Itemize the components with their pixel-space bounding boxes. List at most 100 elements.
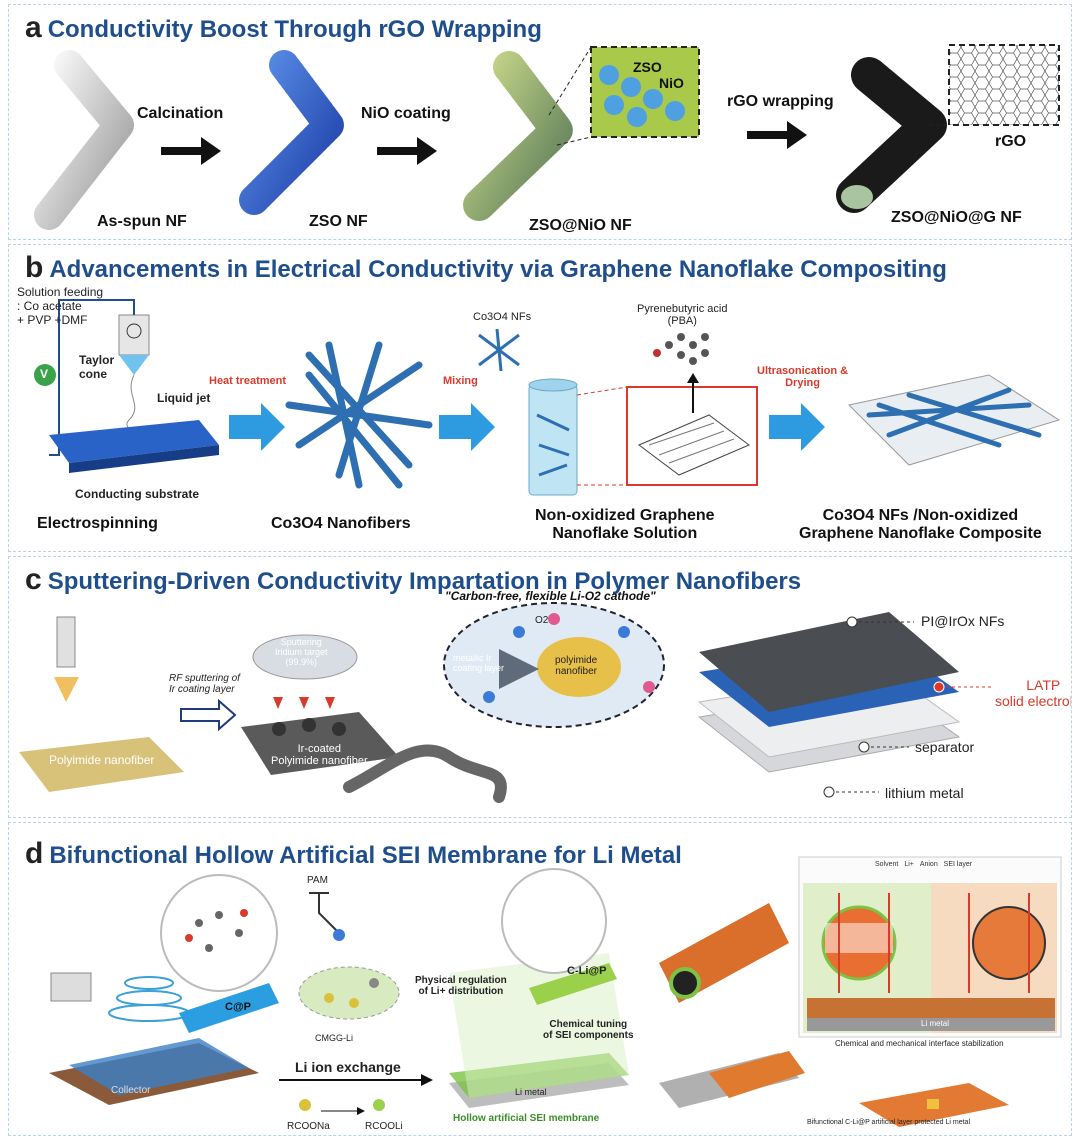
label-nio: NiO <box>659 75 684 91</box>
syringe <box>118 314 150 356</box>
label-mixing: Mixing <box>443 375 478 387</box>
syringe <box>56 616 76 668</box>
cmgg-li-highlight <box>298 966 400 1020</box>
panel-letter: d <box>25 837 44 870</box>
label-li-metal-2: Li metal <box>921 1019 950 1028</box>
arrow-right-icon <box>747 121 807 149</box>
label-conducting-substrate: Conducting substrate <box>75 487 200 501</box>
label-collector: Collector <box>111 1085 151 1096</box>
step-rgo-wrapping: rGO wrapping <box>727 93 834 110</box>
co3o4-small-fibers <box>478 328 520 372</box>
co3o4-fibers <box>285 341 433 489</box>
label-sputtering-target: Sputtering Iridium target (99.9%) <box>275 637 328 667</box>
arrow-right-icon <box>439 403 495 451</box>
panel-a-illustration <box>34 44 1060 230</box>
label-metallic-ir: metallic Ir coating layer <box>453 653 505 673</box>
label-co3o4-nfs-small: Co3O4 NFs <box>473 311 532 323</box>
label-interface-stabilization: Chemical and mechanical interface stabil… <box>835 1039 1004 1048</box>
label-pvp-dmf: + PVP +DMF <box>17 313 88 327</box>
label-cmgg-li: CMGG-Li <box>315 1033 353 1043</box>
label-hollow-membrane: Hollow artificial SEI membrane <box>453 1113 600 1124</box>
pba-molecule <box>653 333 709 365</box>
label-electrospinning: Electrospinning <box>37 515 158 532</box>
label-latp: LATP solid electrolyte <box>995 677 1072 709</box>
label-liquid-jet: Liquid jet <box>157 391 211 405</box>
label-chemical-tuning: Chemical tuning of SEI components <box>543 1019 634 1041</box>
cli-molecule-zoom <box>501 868 607 974</box>
legend: Solvent Li+ Anion SEI layer <box>875 861 972 868</box>
iridium-target <box>252 634 358 680</box>
label-physical-regulation: Physical regulation of Li+ distribution <box>415 975 507 997</box>
legend-sei-layer: SEI layer <box>943 861 973 868</box>
label-cli-p: C-Li@P <box>567 965 607 977</box>
voltage-icon <box>34 364 56 386</box>
composite-sheet <box>847 374 1061 466</box>
rgo-zoom-box <box>948 44 1060 126</box>
molecule-zoom <box>160 874 278 992</box>
legend-li-plus: Li+ <box>904 861 914 868</box>
arrow-right-icon <box>180 698 237 732</box>
arrow-right-icon <box>161 137 221 165</box>
label-as-spun: As-spun NF <box>97 213 187 230</box>
panel-title-text: Sputtering-Driven Conductivity Impartati… <box>47 568 802 595</box>
pam-chain <box>309 892 340 934</box>
label-taylor-cone: Taylor cone <box>79 353 115 381</box>
label-bifunctional: Bifunctional C-Li@P artificial layer pro… <box>807 1119 970 1126</box>
label-lithium-metal: lithium metal <box>885 785 964 801</box>
graphene-sheet <box>638 414 750 476</box>
label-zso-nio-g-nf: ZSO@NiO@G NF <box>891 209 1022 226</box>
as-spun-fiber <box>34 50 134 230</box>
panel-title-text: Conductivity Boost Through rGO Wrapping <box>47 16 542 43</box>
label-cp: C@P <box>225 1001 252 1013</box>
conducting-substrate <box>49 420 219 463</box>
label-li-ion-exchange: Li ion exchange <box>295 1059 401 1075</box>
zso-nio-g-fiber <box>836 57 947 213</box>
step-nio-coating: NiO coating <box>361 105 451 122</box>
label-rcoona: RCOONa <box>287 1121 330 1132</box>
label-rcooli: RCOOLi <box>365 1121 403 1132</box>
pi-irox-layer <box>699 612 959 712</box>
beaker <box>528 384 578 496</box>
label-pba: Pyrenebutyric acid (PBA) <box>637 303 728 327</box>
label-voltage: V <box>40 367 49 381</box>
panel-letter: c <box>25 563 42 596</box>
label-co3o4-nanofibers: Co3O4 Nanofibers <box>271 515 411 532</box>
step-calcination: Calcination <box>137 105 224 122</box>
label-ultrasonication: Ultrasonication & Drying <box>757 365 849 389</box>
label-rgo: rGO <box>995 133 1027 150</box>
label-polyimide: polyimide nanofiber <box>555 655 598 677</box>
panel-d-illustration <box>49 856 1062 1127</box>
legend-anion: Anion <box>919 861 938 868</box>
label-o2: O2 <box>535 615 549 626</box>
panel-b-illustration <box>34 299 1061 496</box>
label-solution-feeding: Solution feeding <box>17 285 104 299</box>
arrow-right-icon <box>229 403 285 451</box>
polyimide-mat <box>19 737 184 792</box>
label-zso-nio-nf: ZSO@NiO NF <box>529 217 632 234</box>
label-pi-irox: PI@IrOx NFs <box>921 613 1005 629</box>
label-graphene-solution: Non-oxidized Graphene Nanoflake Solution <box>535 507 715 542</box>
label-ir-coated: Ir-coated Polyimide nanofiber <box>271 743 368 767</box>
panel-title-text: Advancements in Electrical Conductivity … <box>49 256 947 283</box>
panel-c-illustration <box>19 602 991 803</box>
arrow-right-icon <box>377 137 437 165</box>
label-heat-treatment: Heat treatment <box>209 375 287 387</box>
zso-fiber <box>239 50 344 215</box>
label-co-acetate: : Co acetate <box>17 299 82 313</box>
flexible-fiber <box>343 744 507 803</box>
label-composite: Co3O4 NFs /Non-oxidized Graphene Nanofla… <box>799 507 1042 542</box>
arrow-right-icon <box>769 403 825 451</box>
zso-nio-fiber <box>463 51 573 221</box>
legend-solvent: Solvent <box>875 861 899 868</box>
label-separator: separator <box>915 739 975 755</box>
label-rf-sputtering: RF sputtering of Ir coating layer <box>169 673 240 695</box>
power-supply <box>50 972 92 1002</box>
